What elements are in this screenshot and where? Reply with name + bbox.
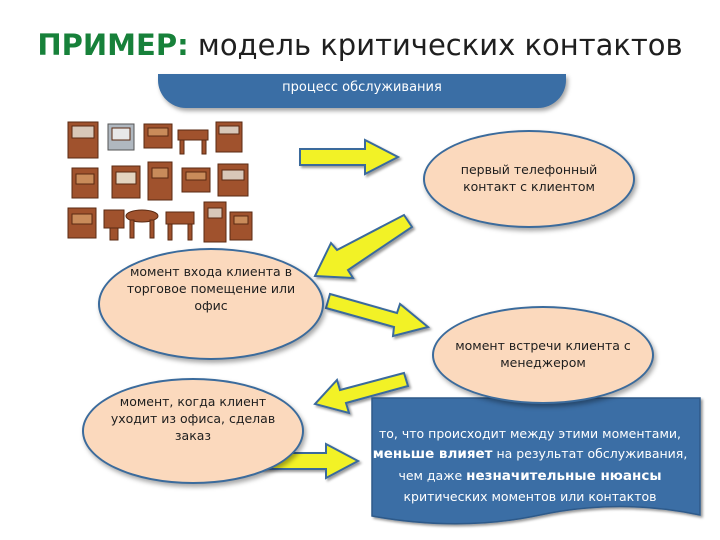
oval-first-call: первый телефонный контакт с клиентом bbox=[423, 130, 635, 228]
title-text: модель критических контактов bbox=[188, 28, 683, 62]
title-highlight: ПРИМЕР: bbox=[37, 28, 189, 62]
meeting-label: момент встречи клиента с менеджером bbox=[455, 338, 631, 370]
oval-entry: момент входа клиента в торговое помещени… bbox=[98, 248, 324, 360]
note-part1: то, что происходит между этими моментами… bbox=[378, 426, 681, 441]
note-bold2: незначительные нюансы bbox=[466, 467, 662, 484]
oval-meeting: момент встречи клиента с менеджером bbox=[432, 306, 654, 404]
summary-note-shape bbox=[371, 397, 701, 525]
note-part3: чем даже bbox=[398, 467, 467, 483]
note-part2: на результат обслуживания, bbox=[492, 446, 688, 461]
entry-label: момент входа клиента в торговое помещени… bbox=[126, 264, 296, 313]
arrow-down-left-icon bbox=[313, 213, 414, 280]
arrow-down-left-icon bbox=[313, 371, 410, 415]
first-call-label: первый телефонный контакт с клиентом bbox=[460, 162, 598, 194]
arrow-down-right-icon bbox=[324, 292, 431, 338]
process-banner-label: процесс обслуживания bbox=[282, 80, 442, 95]
arrow-left-icon bbox=[261, 442, 361, 480]
process-banner: процесс обслуживания bbox=[158, 74, 566, 108]
oval-leaving: момент, когда клиент уходит из офиса, сд… bbox=[82, 378, 304, 484]
arrow-right-icon bbox=[299, 138, 401, 176]
slide-title: ПРИМЕР: модель критических контактов bbox=[0, 28, 720, 62]
furniture-catalog-image bbox=[67, 121, 253, 243]
summary-note-text: то, что происходит между этими моментами… bbox=[362, 424, 698, 507]
note-part4: критических моментов или контактов bbox=[403, 489, 657, 505]
leaving-label: момент, когда клиент уходит из офиса, сд… bbox=[110, 394, 276, 443]
note-bold1: меньше влияет bbox=[372, 446, 493, 462]
